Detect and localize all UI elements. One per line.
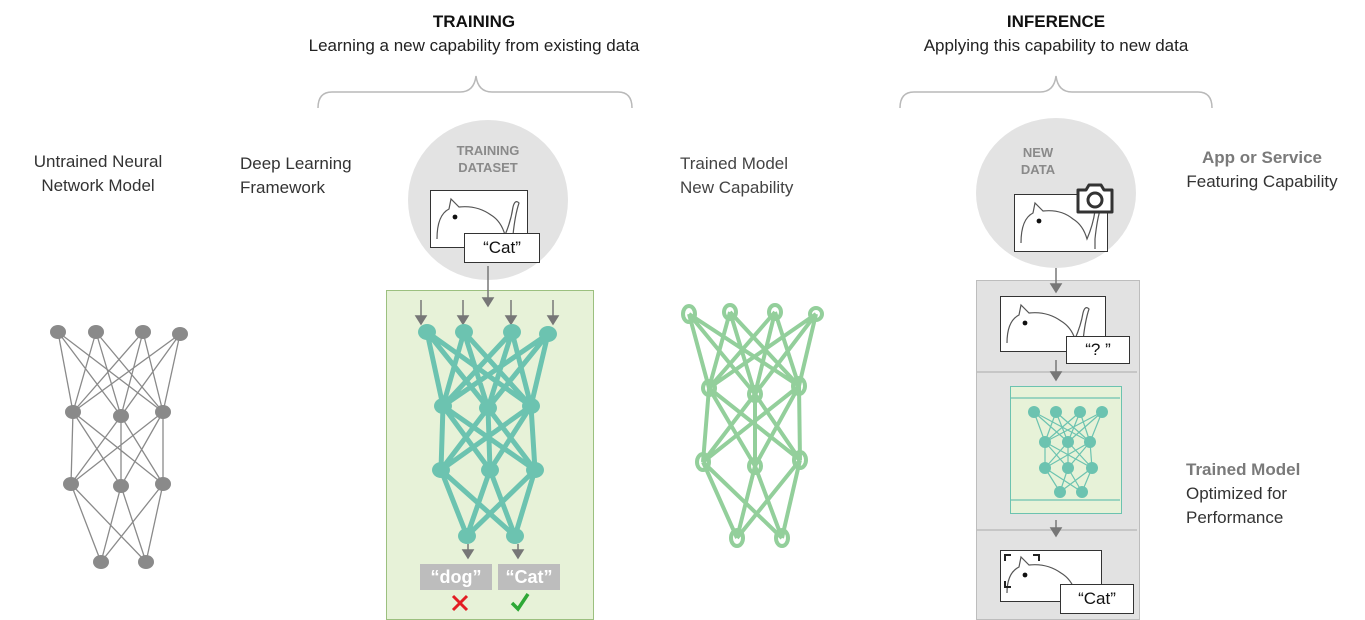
result-image (1000, 550, 1102, 602)
app-service-label: App or Service Featuring Capability (1186, 148, 1338, 191)
trained-model-label: Trained Model New Capability (680, 154, 794, 197)
optimized-model-label: Trained Model Optimized for Performance (1186, 460, 1301, 527)
result-cat-tag: “Cat” (1060, 584, 1134, 614)
framework-label: Deep Learning Framework (240, 154, 352, 197)
check-icon (510, 593, 530, 612)
new-data-label: NEW DATA (1020, 145, 1056, 177)
untrained-model-label: Untrained Neural Network Model (33, 152, 163, 195)
dataset-cat-tag: “Cat” (464, 233, 540, 263)
camera-icon (1076, 183, 1114, 214)
training-subtitle: Learning a new capability from existing … (308, 36, 640, 55)
cross-icon (451, 594, 469, 612)
inference-subtitle: Applying this capability to new data (923, 36, 1189, 55)
unknown-tag: “? ” (1066, 336, 1130, 364)
training-dataset-label: TRAINING DATASET (456, 143, 520, 175)
training-title: TRAINING (432, 12, 516, 31)
inference-title: INFERENCE (1006, 12, 1106, 31)
output-dog-tag: “dog” (420, 564, 492, 590)
output-cat-tag: “Cat” (498, 564, 560, 590)
